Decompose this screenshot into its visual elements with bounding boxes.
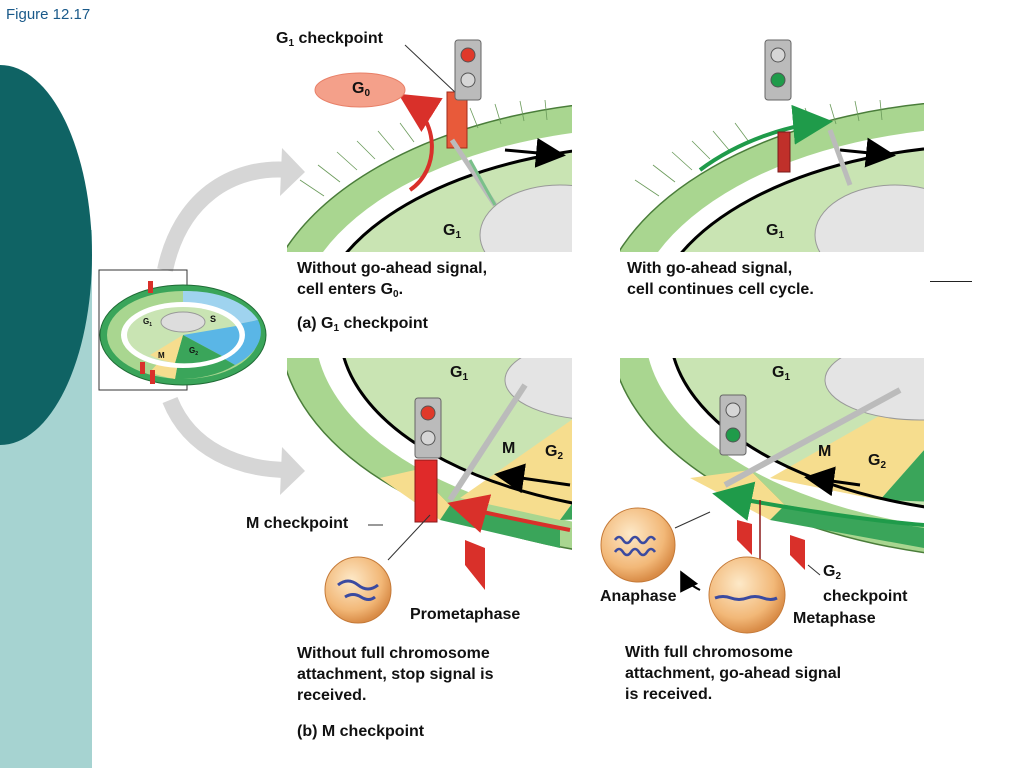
- divider-line: [930, 281, 972, 282]
- panel-a-title: (a) G1 checkpoint: [297, 315, 428, 334]
- teal-dark-circle: [0, 65, 92, 445]
- panel-a-left-traffic-light: [454, 39, 482, 101]
- panel-b-title: (b) M checkpoint: [297, 723, 425, 740]
- figure-label: Figure 12.17: [6, 6, 91, 23]
- panel-b-left-traffic-light: [414, 397, 442, 459]
- m-checkpoint-label: M checkpoint: [246, 515, 349, 532]
- panel-b-left-phase-m: M: [502, 440, 516, 457]
- panel-b-right-caption: With full chromosome attachment, go-ahea…: [625, 644, 842, 703]
- prometaphase-label: Prometaphase: [410, 606, 521, 623]
- overview-g2: G2: [189, 346, 198, 357]
- panel-b-right-traffic-light: [719, 394, 747, 456]
- panel-a-right-ring: [620, 99, 924, 252]
- panel-a-left-ring: [287, 99, 572, 252]
- panel-b-right-phase-g2: G2: [868, 452, 887, 471]
- panel-b-left-checkpoint-bar: [414, 459, 438, 523]
- overview-m: M: [158, 351, 165, 360]
- metaphase-cell: [708, 556, 786, 634]
- metaphase-label: Metaphase: [793, 610, 876, 627]
- anaphase-cell: [600, 507, 676, 583]
- panel-b-left-caption: Without full chromosome attachment, stop…: [297, 645, 494, 704]
- overview-g1: G1: [143, 317, 152, 328]
- panel-b-left-ring: [287, 358, 572, 550]
- panel-a-left-phase-g1: G1: [443, 222, 462, 241]
- grey-arrow-down: [162, 396, 291, 478]
- panel-a-left-caption: Without go-ahead signal, cell enters G0.: [297, 260, 488, 300]
- panel-a-right-phase-g1: G1: [766, 222, 785, 241]
- panel-b-left-phase-g1: G1: [450, 364, 469, 383]
- g2-checkpoint-label: G2 checkpoint: [823, 563, 908, 605]
- g0-label: G0: [352, 80, 371, 99]
- grey-arrow-down-head: [280, 447, 305, 495]
- overview-cycle: G1 S G2 M: [98, 269, 267, 391]
- overview-s: S: [210, 314, 216, 324]
- grey-arrow-up-head: [280, 148, 305, 196]
- g0-oval: [314, 72, 406, 108]
- panel-b-left-phase-g2: G2: [545, 443, 564, 462]
- background-decoration: [0, 65, 92, 768]
- anaphase-label: Anaphase: [600, 588, 677, 605]
- prometaphase-cell: [324, 556, 392, 624]
- grey-arrow-up: [157, 161, 291, 272]
- panel-a-right-traffic-light: [764, 39, 792, 101]
- panel-a-right-checkpoint-bar: [777, 131, 791, 173]
- panel-b-right-phase-g1: G1: [772, 364, 791, 383]
- panel-a-g0-arrow: [398, 93, 443, 192]
- g1-checkpoint-label: G1 checkpoint: [276, 30, 383, 49]
- panel-b-right-phase-m: M: [818, 443, 832, 460]
- panel-a-right-caption: With go-ahead signal, cell continues cel…: [627, 260, 814, 298]
